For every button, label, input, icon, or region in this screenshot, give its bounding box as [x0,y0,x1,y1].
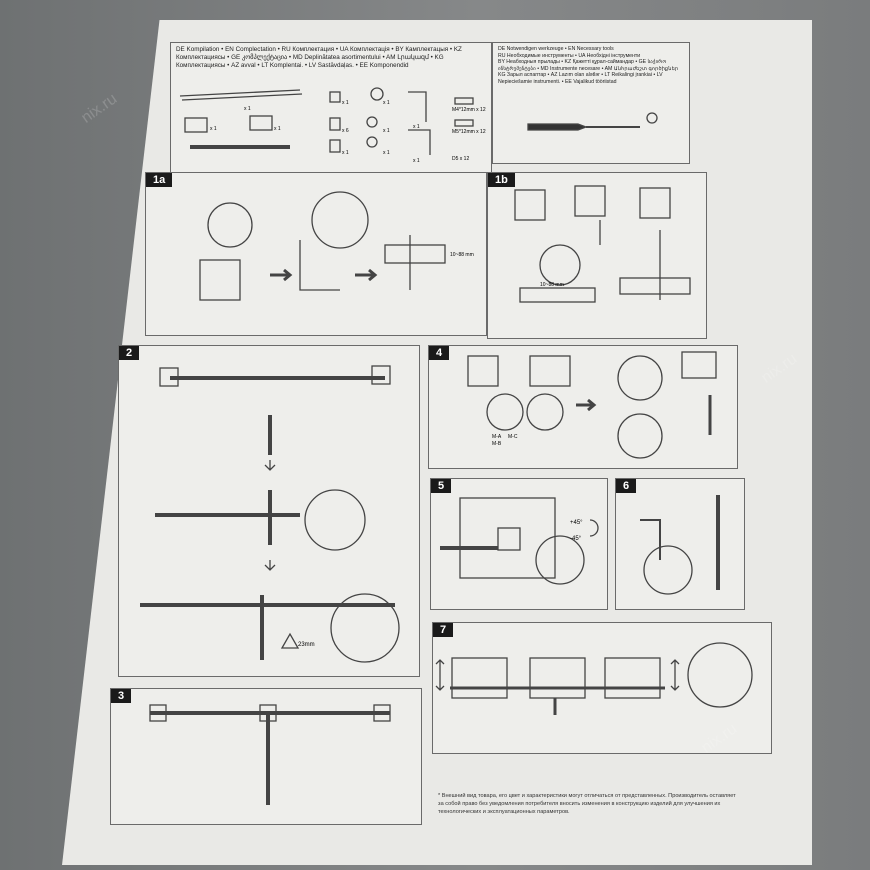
clamp-range-1b: 10~88 mm [540,282,564,288]
tools-header-line5: KG Зарыл аспаптар • AZ Lazım olan alətlə… [498,72,663,79]
step7-monitor-center [529,657,586,699]
part-qty-8: x 1 [383,128,390,134]
tools-header: DE Notwendigen werkzeuge • EN Necessary … [498,46,688,86]
step-number: 4 [429,346,450,360]
step5-monitor-illustration [459,497,556,579]
screw-size-label-a: M-A [492,434,502,440]
part-screw-illustration [454,97,474,105]
tools-header-line2: RU Необходимые инструменты • UA Необхідн… [498,52,641,59]
step1a-detail-circle [207,202,253,248]
angle-minus-label: -45° [570,536,582,542]
clamp-range-1a: 10~88 mm [450,252,474,258]
part-allen-key-illustration [408,91,427,122]
components-header-line3: Комплектациясы • AZ avval • LT Komplenta… [176,62,409,69]
step7-monitor-left [451,657,508,699]
part-qty-3: x 1 [274,126,281,132]
step-number: 2 [119,346,140,360]
height-warning-label: 23mm [298,642,315,648]
angle-plus-label: +45° [570,520,583,526]
components-header: DE Kompilation • EN Complectation • RU К… [176,46,491,70]
part-qty-2: x 1 [210,126,217,132]
tools-header-line6: Nepieciešamie instrumenti. • EE Vajaliku… [498,78,617,85]
part-qty-1: x 1 [244,106,251,112]
allen-key-illustration [640,519,661,560]
screw-label-1: M4*12mm x 12 [452,107,486,113]
step-number: 3 [111,689,132,703]
footnote-line2: за собой право без уведомления потребите… [438,801,721,807]
step7-detail-circle [687,642,753,708]
components-header-line2: Комплектациясы • GE კომპლექტაცია • MD De… [176,54,444,61]
tools-header-line3: BY Неабходныя прылады • KZ Қажетті құрал… [498,59,667,66]
part-qty-4: x 1 [342,100,349,106]
step-4-panel: 4 [428,345,738,469]
phillips-symbol [646,112,658,124]
screwdriver-illustration [527,123,588,131]
part-qty-9: x 1 [383,150,390,156]
part-qty-11: x 1 [413,158,420,164]
part-qty-10: x 1 [413,124,420,130]
step-number: 5 [431,479,452,493]
part-qty-5: x 6 [342,128,349,134]
footnote: * Внешний вид товара, его цвет и характе… [438,792,788,816]
step7-monitor-right [604,657,661,699]
part-small-illustration [329,91,341,103]
screw-size-label-b: M-B [492,441,502,447]
step-6-panel: 6 [615,478,745,610]
step-number: 1a [146,173,173,187]
components-header-line1: DE Kompilation • EN Complectation • RU К… [176,46,462,53]
step2-detail-circle [304,489,366,551]
part-arm-illustration [179,89,301,97]
footnote-line3: технологических и эксплуатационных парам… [438,809,570,815]
step-1a-panel: 1a [145,172,487,336]
screw-label-2: M5*12mm x 12 [452,129,486,135]
step-number: 7 [433,623,454,637]
tools-panel [492,42,690,164]
part-qty-6: x 1 [342,150,349,156]
tools-header-line4: ინსტრუმენტები • MD Instrumente necesare … [498,65,679,72]
screw-size-label-c: M-C [508,434,518,440]
tools-header-line1: DE Notwendigen werkzeuge • EN Necessary … [498,46,614,52]
warning-triangle-icon [280,632,300,649]
step-number: 6 [616,479,637,493]
screw-label-3: D5 x 12 [452,156,470,162]
part-bracket-illustration [184,117,208,133]
step-number: 1b [488,173,515,187]
footnote-line1: * Внешний вид товара, его цвет и характе… [438,793,736,799]
part-qty-7: x 1 [383,100,390,106]
